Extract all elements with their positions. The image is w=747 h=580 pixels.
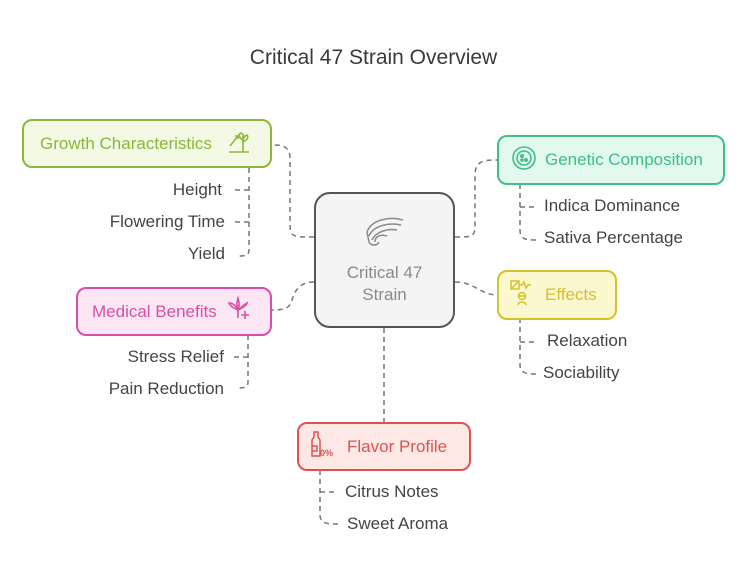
central-topic[interactable]: Critical 47 Strain xyxy=(314,192,455,328)
diagram-title: Critical 47 Strain Overview xyxy=(249,46,498,69)
leaf-citrus-notes: Citrus Notes xyxy=(345,482,439,501)
link-center-effects xyxy=(454,281,499,296)
leaf-yield: Yield xyxy=(187,244,225,263)
bottle-percent-icon: 0% xyxy=(309,430,339,463)
branch-label: Genetic Composition xyxy=(545,150,703,169)
branch-genetic-composition[interactable]: Genetic Composition xyxy=(497,135,725,185)
link-center-growth xyxy=(271,144,315,238)
branch-label: Effects xyxy=(545,285,597,304)
cell-icon xyxy=(511,145,537,176)
leaf-sativa-percentage: Sativa Percentage xyxy=(544,228,683,247)
link-effects-items xyxy=(519,318,537,375)
leaf-stress-relief: Stress Relief xyxy=(127,347,224,366)
branch-effects[interactable]: Effects xyxy=(497,270,617,320)
link-center-genetic xyxy=(454,159,499,238)
link-flavor-items xyxy=(319,470,339,525)
link-growth-items xyxy=(232,168,250,257)
leaf-sociability: Sociability xyxy=(543,363,620,382)
mood-icon xyxy=(509,279,537,312)
branch-growth-characteristics[interactable]: Growth Characteristics xyxy=(22,119,272,168)
branch-medical-benefits[interactable]: Medical Benefits xyxy=(76,287,272,336)
branch-flavor-profile[interactable]: 0% Flavor Profile xyxy=(297,422,471,471)
svg-text:0%: 0% xyxy=(320,448,333,458)
plant-growth-icon xyxy=(226,128,252,159)
leaf-indica-dominance: Indica Dominance xyxy=(544,196,681,215)
link-genetic-items xyxy=(519,184,537,241)
link-center-medical xyxy=(271,281,315,311)
leaf-flowering-time: Flowering Time xyxy=(109,212,225,231)
leaf-pain-reduction: Pain Reduction xyxy=(108,379,224,398)
link-medical-items xyxy=(232,335,249,389)
cannabis-plus-icon xyxy=(227,295,253,327)
branch-label: Growth Characteristics xyxy=(40,133,212,153)
branch-label: Flavor Profile xyxy=(347,436,448,456)
leaf-sweet-aroma: Sweet Aroma xyxy=(347,514,449,533)
branch-label: Medical Benefits xyxy=(92,301,217,321)
wave-icon xyxy=(363,214,407,254)
central-label-line2: Strain xyxy=(362,285,407,304)
central-label-line1: Critical 47 xyxy=(346,263,423,282)
leaf-height: Height xyxy=(172,180,222,199)
leaf-relaxation: Relaxation xyxy=(547,331,628,350)
